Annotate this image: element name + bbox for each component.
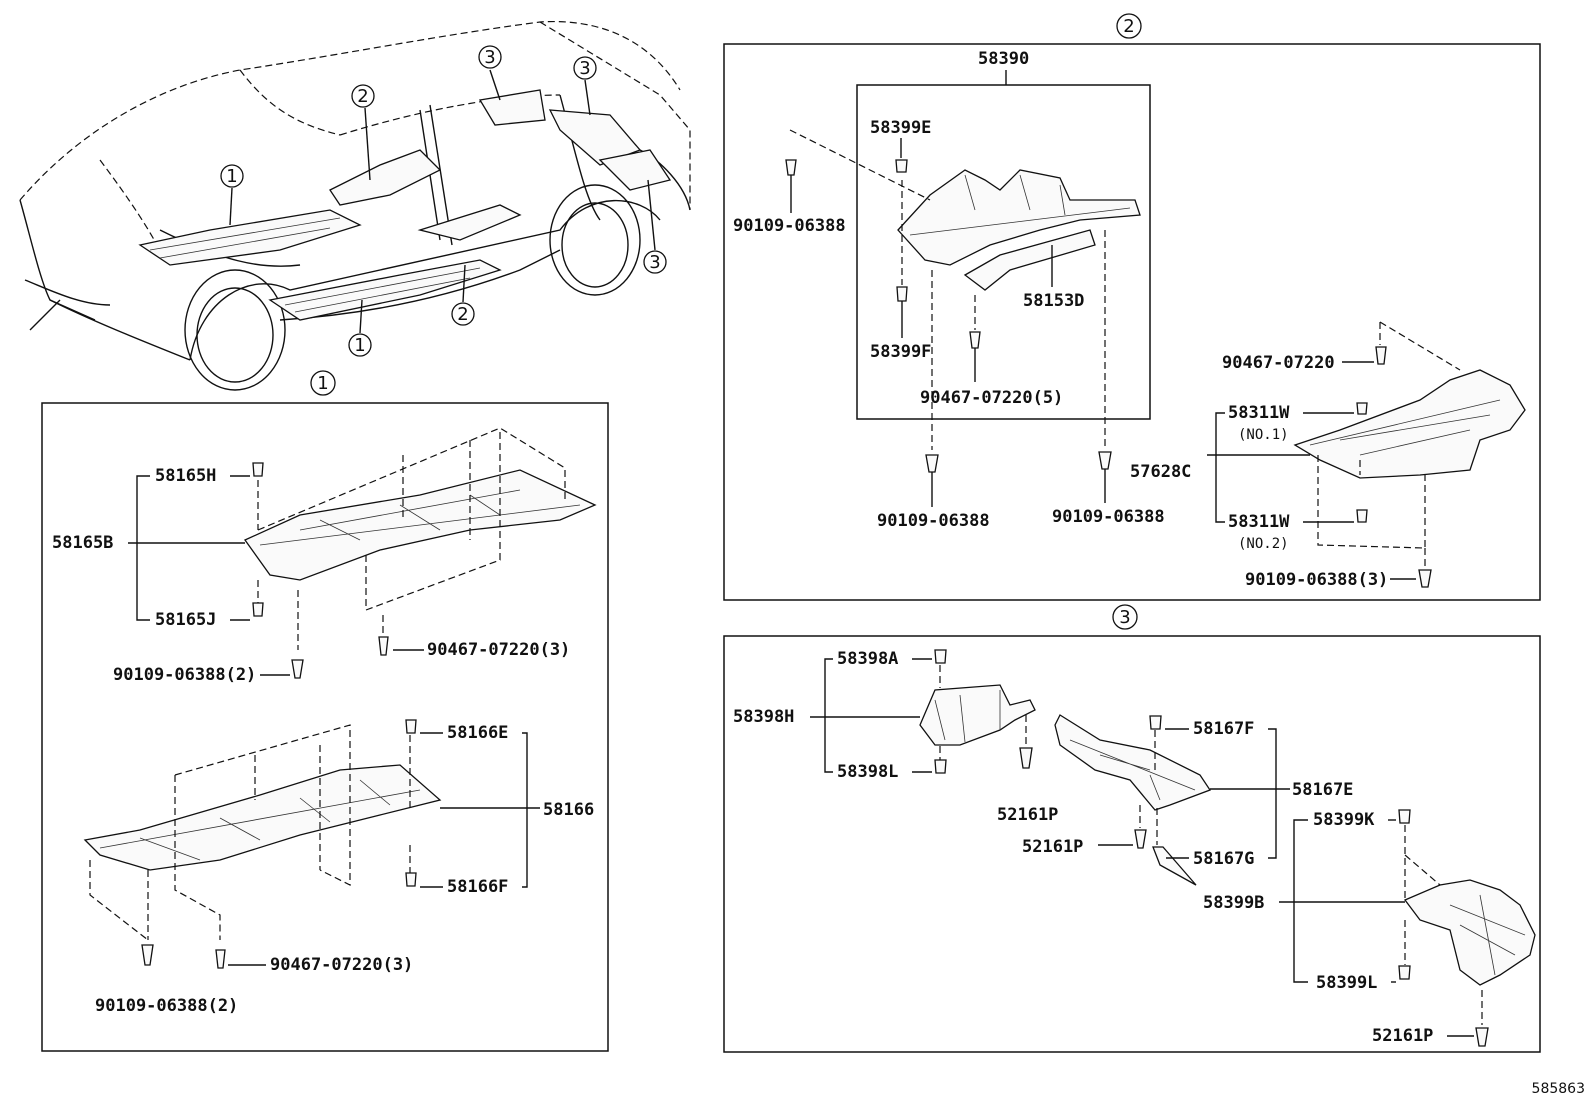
- label-58167E: 58167E: [1292, 780, 1353, 800]
- label-52161P-c: 52161P: [1372, 1026, 1433, 1046]
- bracket-58390: [897, 169, 1141, 266]
- label-90467-07220: 90467-07220: [1222, 353, 1335, 373]
- overview-callout-3c: 3: [649, 252, 660, 273]
- bracket-58399B: [1403, 879, 1536, 986]
- push-clip-icon: [1019, 747, 1033, 769]
- screw-icon: [378, 636, 389, 656]
- label-58399L: 58399L: [1316, 973, 1377, 993]
- section-2: 2 58390 58399E 90109-06388 58153D 58399F…: [723, 13, 1541, 601]
- label-58165B: 58165B: [52, 533, 113, 553]
- label-58165H: 58165H: [155, 466, 216, 486]
- section-3-frame: [723, 635, 1541, 1053]
- label-no2: (NO.2): [1238, 536, 1289, 552]
- label-58390: 58390: [978, 49, 1029, 69]
- label-90467-07220-3b: 90467-07220(3): [270, 955, 413, 975]
- kit-58390-frame: [856, 84, 1151, 420]
- overview-callout-1b: 1: [354, 335, 365, 356]
- clip-icon: [1398, 809, 1411, 824]
- bracket-58153D: [963, 229, 1096, 291]
- car-overview: 3 2 3 1 3 2 1: [19, 20, 691, 391]
- bracket-58398H: [919, 684, 1036, 746]
- label-58399F: 58399F: [870, 342, 931, 362]
- section-3: 3 58398A 58398H 58398L 52161P 58167F 581…: [723, 604, 1541, 1053]
- label-58311W-1: 58311W: [1228, 403, 1290, 423]
- label-58398A: 58398A: [837, 649, 898, 669]
- bracket-58167E: [1054, 714, 1211, 811]
- section-2-frame: [723, 43, 1541, 601]
- label-58166E: 58166E: [447, 723, 508, 743]
- bracket-57628C: [1293, 369, 1526, 479]
- label-52161P-a: 52161P: [997, 805, 1058, 825]
- label-58398H: 58398H: [733, 707, 794, 727]
- clip-icon: [252, 462, 264, 477]
- label-90467-07220-3a: 90467-07220(3): [427, 640, 570, 660]
- label-90467-07220-5: 90467-07220(5): [920, 388, 1063, 408]
- screw-icon: [1375, 346, 1387, 365]
- clip-icon: [405, 719, 417, 734]
- label-90109-06388-b: 90109-06388: [877, 511, 990, 531]
- clip-icon: [405, 872, 417, 887]
- label-58399B: 58399B: [1203, 893, 1264, 913]
- clip-icon: [1398, 965, 1411, 980]
- section-3-marker: 3: [1119, 607, 1130, 628]
- bolt-icon: [1098, 451, 1112, 470]
- clip-icon: [252, 602, 264, 617]
- label-58398L: 58398L: [837, 762, 898, 782]
- label-52161P-b: 52161P: [1022, 837, 1083, 857]
- bolt-icon: [925, 454, 939, 473]
- bolt-icon: [141, 944, 154, 966]
- clip-icon: [934, 759, 947, 774]
- clip-icon: [1356, 509, 1368, 523]
- screw-icon: [215, 949, 226, 969]
- label-90109-06388-2a: 90109-06388(2): [113, 665, 256, 685]
- label-58311W-2: 58311W: [1228, 512, 1290, 532]
- clip-icon: [1152, 846, 1197, 886]
- figure-number: 585863: [1532, 1081, 1585, 1097]
- push-clip-icon: [1134, 829, 1147, 849]
- label-57628C: 57628C: [1130, 462, 1191, 482]
- overview-callout-2a: 2: [357, 86, 368, 107]
- label-90109-06388-3: 90109-06388(3): [1245, 570, 1388, 590]
- screw-icon: [969, 331, 981, 349]
- section-1: 1 58165H 58165B 58165J 90109-06388(2) 90…: [41, 370, 609, 1052]
- bolt-icon: [785, 159, 797, 176]
- clip-icon: [895, 159, 908, 173]
- overview-callout-3b: 3: [579, 58, 590, 79]
- clip-icon: [896, 286, 908, 302]
- label-58166: 58166: [543, 800, 594, 820]
- label-no1: (NO.1): [1238, 427, 1289, 443]
- overview-callout-1a: 1: [226, 166, 237, 187]
- bolt-icon: [291, 659, 304, 679]
- label-58165J: 58165J: [155, 610, 216, 630]
- label-58167G: 58167G: [1193, 849, 1254, 869]
- label-58399E: 58399E: [870, 118, 931, 138]
- section-1-marker: 1: [317, 373, 328, 394]
- label-58167F: 58167F: [1193, 719, 1254, 739]
- label-58153D: 58153D: [1023, 291, 1084, 311]
- push-clip-icon: [1475, 1027, 1489, 1047]
- label-90109-06388-a: 90109-06388: [733, 216, 846, 236]
- overview-callout-3a: 3: [484, 47, 495, 68]
- section-2-marker: 2: [1123, 16, 1134, 37]
- bolt-icon: [1418, 569, 1432, 588]
- label-58166F: 58166F: [447, 877, 508, 897]
- clip-icon: [1356, 402, 1368, 415]
- cover-58166: [83, 764, 442, 871]
- label-58399K: 58399K: [1313, 810, 1375, 830]
- section-1-frame: [41, 402, 609, 1052]
- label-90109-06388-2b: 90109-06388(2): [95, 996, 238, 1016]
- clip-icon: [934, 649, 947, 664]
- clip-icon: [1149, 715, 1162, 730]
- label-90109-06388-c: 90109-06388: [1052, 507, 1165, 527]
- overview-callout-2b: 2: [457, 304, 468, 325]
